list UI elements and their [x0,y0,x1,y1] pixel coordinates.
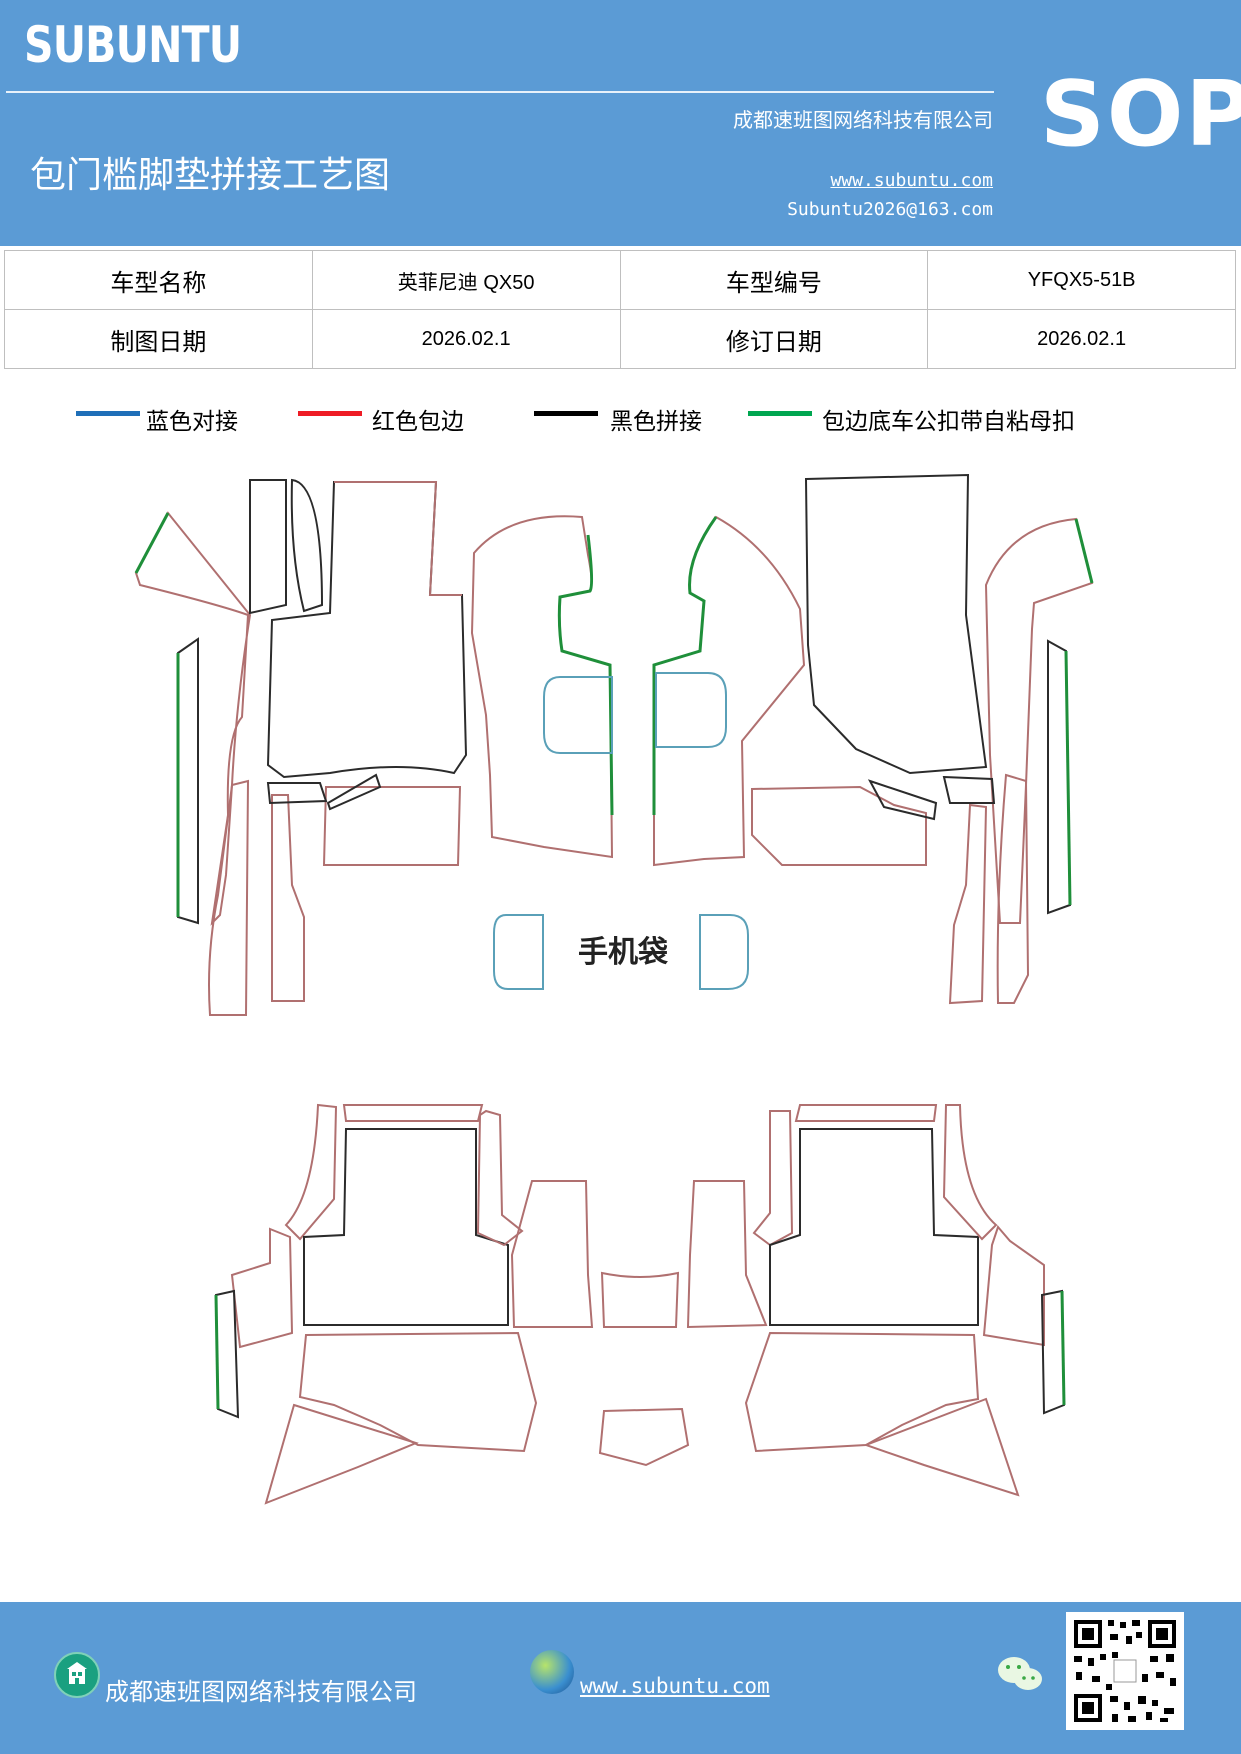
rear-mat-group [214,1103,1066,1505]
right-connector [942,775,996,804]
rear-left-edge-green [214,1294,220,1410]
header-banner: SUBUNTU 成都速班图网络科技有限公司 包门槛脚垫拼接工艺图 www.sub… [0,0,1241,246]
rear-right-inner-pillar [752,1110,794,1247]
rear-center-bottom [598,1407,690,1467]
rear-right-edge-green [1060,1290,1066,1406]
center-left-tunnel-green [557,534,614,816]
rear-center-right [686,1180,768,1329]
phone-pocket-label: 手机袋 [578,935,668,970]
right-sill-piece [984,517,1094,924]
company-icon [54,1652,100,1698]
table-row: 车型名称 英菲尼迪 QX50 车型编号 YFQX5-51B [4,250,1236,310]
wechat-icon[interactable] [996,1652,1044,1696]
rear-left-floor [298,1331,538,1453]
left-lower-column [208,779,250,1016]
right-column [948,803,988,1005]
front-left-mat-red [334,481,462,596]
front-right-mat [804,473,988,775]
table-row: 制图日期 2026.02.1 修订日期 2026.02.1 [4,309,1236,369]
model-name-label: 车型名称 [4,250,313,310]
right-sill-green-edge [1074,518,1094,584]
legend-label-blue: 蓝色对接 [146,409,238,435]
revise-date-label: 修订日期 [619,309,929,369]
legend-swatch-blue [76,411,140,416]
front-left-mat [266,481,468,779]
header-divider [6,91,994,93]
phone-pocket-right [699,914,749,990]
left-side-strip [177,637,199,925]
model-name-value: 英菲尼迪 QX50 [311,250,621,310]
left-pillar [249,479,287,615]
rear-left-pillar [284,1103,338,1241]
footer-company: 成都速班图网络科技有限公司 [105,1678,417,1706]
legend: 蓝色对接 红色包边 黑色拼接 包边底车公扣带自粘母扣 [0,402,1241,442]
top-left-mat-group [134,478,614,1016]
globe-icon [530,1650,574,1694]
draw-date-value: 2026.02.1 [311,309,621,369]
center-right-tunnel-green [652,516,718,815]
rear-left-main [303,1128,509,1326]
legend-swatch-red [298,411,362,416]
center-right-blue-patch [655,672,727,748]
legend-label-black: 黑色拼接 [610,409,702,435]
rear-right-side [982,1225,1045,1347]
legend-swatch-green [748,411,812,416]
left-sill-piece [134,511,252,926]
model-code-value: YFQX5-51B [927,250,1236,310]
rear-right-wedge [863,1397,1020,1497]
rear-center-tunnel [600,1271,680,1328]
rear-right-strip-top [794,1104,938,1122]
legend-label-red: 红色包边 [372,409,464,435]
phone-pocket-left [493,914,544,990]
left-connector-2 [326,773,382,811]
header-company: 成都速班图网络科技有限公司 [733,108,993,132]
center-left-blue-patch [543,676,613,754]
draw-date-label: 制图日期 [4,309,313,369]
front-right-heel [751,785,927,866]
legend-label-green: 包边底车公扣带自粘母扣 [822,409,1075,435]
model-code-label: 车型编号 [619,250,929,310]
phone-pocket-group: 手机袋 [493,914,749,990]
rear-left-inner-pillar [476,1109,524,1247]
rear-right-pillar [942,1104,998,1241]
left-pillar-2 [290,478,324,613]
sop-badge: SOP [1040,62,1241,167]
left-connector [266,782,328,805]
revise-date-value: 2026.02.1 [927,309,1236,369]
rear-left-side [230,1227,294,1349]
rear-right-edge [1040,1289,1066,1415]
front-left-heel [322,786,462,866]
top-right-mat-group [652,473,1094,1005]
building-icon [67,1662,87,1684]
right-side-strip-green [1064,650,1072,906]
right-connector-2 [867,779,938,821]
floor-mat-diagram: 手机袋 [134,473,1094,1505]
legend-swatch-black [534,411,598,416]
rear-right-main [769,1128,979,1326]
rear-right-floor [744,1331,980,1453]
brand-logo: SUBUNTU [24,16,242,74]
left-sill-green-edge [134,512,170,574]
right-lower-column [996,773,1030,1004]
left-column [271,794,305,1002]
rear-left-strip-top [342,1104,484,1122]
footer-website-link[interactable]: www.subuntu.com [580,1674,770,1698]
center-right-tunnel [653,515,806,867]
page-title: 包门槛脚垫拼接工艺图 [30,155,391,196]
rear-center-left [510,1180,594,1328]
header-website-link[interactable]: www.subuntu.com [830,170,993,191]
footer-banner: 成都速班图网络科技有限公司 www.subuntu.com [0,1602,1241,1754]
header-email: Subuntu2026@163.com [787,199,993,220]
qr-code [1066,1612,1184,1730]
info-table: 车型名称 英菲尼迪 QX50 车型编号 YFQX5-51B 制图日期 2026.… [4,250,1236,369]
rear-left-wedge [264,1403,419,1505]
